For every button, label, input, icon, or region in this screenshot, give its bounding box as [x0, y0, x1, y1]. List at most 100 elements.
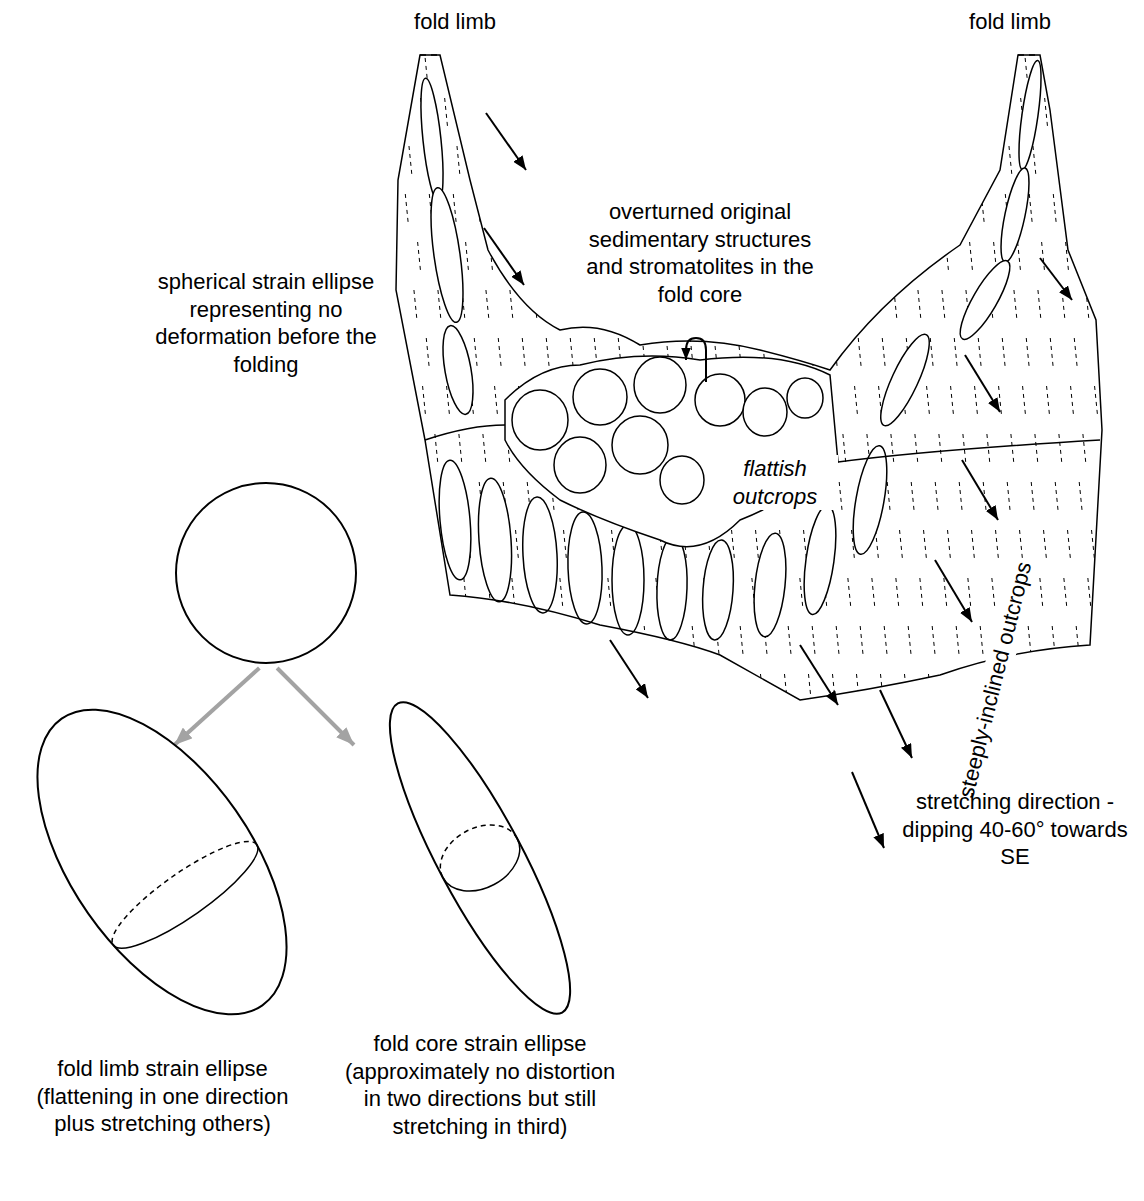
foliation-dash [1050, 338, 1053, 368]
fold-limb-label: fold limb [945, 8, 1075, 36]
foliation-dash [714, 338, 717, 368]
foliation-dash [817, 146, 820, 176]
foliation-dash [1035, 434, 1038, 464]
legend-text: stretching direction - dipping 40-60° to… [893, 788, 1138, 871]
foliation-dash [431, 482, 434, 512]
stretching-arrow [800, 645, 838, 705]
foliation-dash [1077, 194, 1080, 224]
foliation-dash [963, 434, 966, 464]
foliation-dash [500, 626, 503, 656]
stretching-arrow [880, 690, 912, 758]
foliation-dash [826, 242, 829, 272]
foliation-dash [675, 434, 678, 464]
foliation-dash [620, 626, 623, 656]
foliation-dash [983, 482, 986, 512]
fold-block-edge [396, 55, 1102, 700]
foliation-dash [863, 482, 866, 512]
foliation-dash [684, 530, 687, 560]
elongated-outcrop [612, 525, 644, 635]
foliation-dash [951, 386, 954, 416]
foliation-dash [618, 338, 621, 368]
foliation-dash [832, 674, 835, 704]
foliation-dash [663, 386, 666, 416]
foliation-dash [776, 578, 779, 608]
foliation-dash [846, 290, 849, 320]
foliation-dash [856, 50, 859, 80]
elongated-outcrop [520, 496, 560, 614]
foliation-dash [462, 290, 465, 320]
foliation-dash [764, 626, 767, 656]
foliation-dash [1018, 242, 1021, 272]
stretching-arrow [610, 640, 648, 698]
foliation-dash [656, 578, 659, 608]
ellipse-outline [0, 667, 336, 1057]
foliation-dash [788, 626, 791, 656]
foliation-dash [769, 146, 772, 176]
foliation-dash [450, 338, 453, 368]
foliation-dash [459, 434, 462, 464]
foliation-dash [697, 146, 700, 176]
foliation-dash [1069, 98, 1072, 128]
foliation-dash [661, 98, 664, 128]
foliation-dash [490, 242, 493, 272]
foliation-dash [471, 386, 474, 416]
foliation-dash [781, 98, 784, 128]
foliation-dash [570, 338, 573, 368]
foliation-dash [831, 386, 834, 416]
foliation-dash [1009, 146, 1012, 176]
foliation-dash [1096, 50, 1099, 80]
foliation-dash [780, 530, 783, 560]
foliation-dash [1033, 146, 1036, 176]
foliation-dash [1024, 50, 1027, 80]
foliation-dash [637, 98, 640, 128]
foliation-dash [1011, 434, 1014, 464]
cross-section-front [443, 838, 531, 904]
foliation-dash [606, 290, 609, 320]
elongated-outcrop [847, 443, 894, 556]
foliation-dash [1086, 290, 1089, 320]
foliation-dash [668, 626, 671, 656]
foliation-dash [1122, 338, 1125, 368]
foliation-dash [1096, 674, 1099, 704]
foliation-dash [1052, 626, 1055, 656]
foliation-dash [946, 242, 949, 272]
foliation-dash [575, 482, 578, 512]
annotation-label: flattish outcrops [712, 455, 838, 510]
foliation-dash [433, 146, 436, 176]
foliation-dash [597, 194, 600, 224]
foliation-dash [664, 674, 667, 704]
foliation-dash [572, 626, 575, 656]
foliation-dash [732, 530, 735, 560]
foliation-dash [1124, 626, 1127, 656]
foliation-dash [505, 146, 508, 176]
foliation-dash [469, 98, 472, 128]
foliation-dash [1083, 434, 1086, 464]
foliation-dash [651, 434, 654, 464]
foliation-dash [952, 50, 955, 80]
foliation-dash [745, 146, 748, 176]
foliation-dash [699, 434, 702, 464]
round-outcrop [787, 378, 823, 418]
foliation-dash [1076, 626, 1079, 656]
strain-ellipse [0, 667, 336, 1057]
flattish-core-region [505, 356, 838, 547]
foliation-dash [976, 50, 979, 80]
foliation-dash [1120, 674, 1123, 704]
round-outcrop [634, 357, 686, 413]
foliation-dash [522, 338, 525, 368]
foliation-dash [498, 338, 501, 368]
elongated-outcrop [475, 477, 516, 603]
elongated-outcrop [435, 459, 475, 581]
foliation-dash [599, 482, 602, 512]
round-outcrop [660, 456, 704, 504]
foliation-dash [445, 98, 448, 128]
foliation-dash [911, 482, 914, 512]
foliation-dash [704, 578, 707, 608]
foliation-dash [549, 194, 552, 224]
foliation-dash [519, 386, 522, 416]
foliation-dash [922, 242, 925, 272]
foliation-dash [1064, 578, 1067, 608]
foliation-dash [625, 146, 628, 176]
